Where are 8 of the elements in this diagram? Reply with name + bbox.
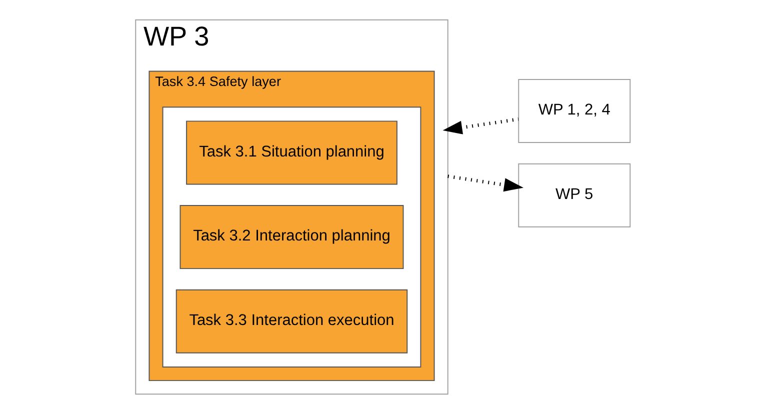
- node-box: Task 3.2 Interaction planning: [180, 205, 404, 270]
- node-box: WP 1, 2, 4: [518, 79, 631, 144]
- arrow: [442, 118, 519, 134]
- arrow: [448, 174, 524, 192]
- node-box: Task 3.1 Situation planning: [186, 120, 398, 185]
- node-box: WP 5: [518, 163, 631, 228]
- cluster: [162, 106, 422, 368]
- node-box: Task 3.3 Interaction execution: [176, 289, 408, 354]
